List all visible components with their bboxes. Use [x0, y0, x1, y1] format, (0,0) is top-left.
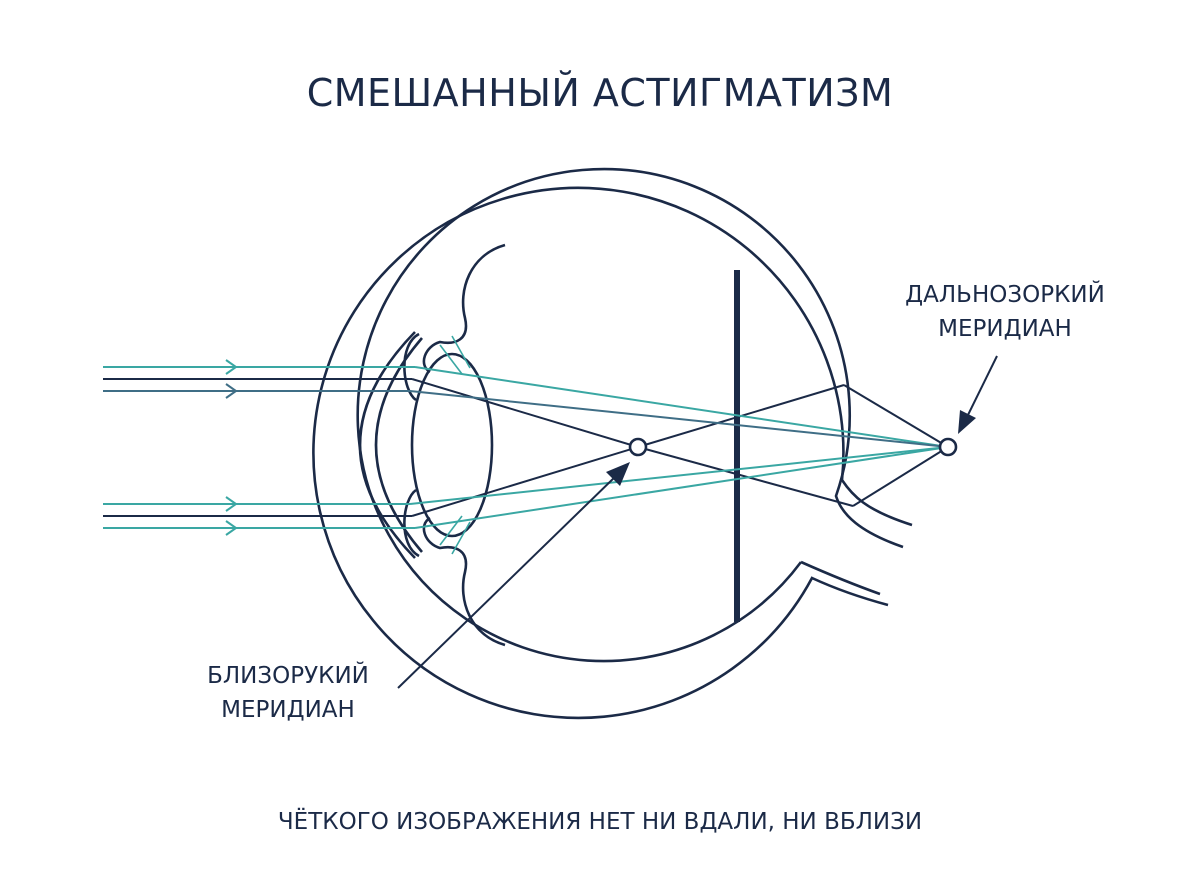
- cornea: [358, 331, 416, 559]
- refracted-rays: [409, 366, 949, 529]
- crystalline-lens: [410, 352, 494, 538]
- hyperopic-ray: [414, 366, 949, 448]
- hyperopic-label-line2: МЕРИДИАН: [938, 316, 1072, 342]
- optic-nerve-lower: [800, 560, 881, 596]
- hyperopic-ray: [409, 446, 949, 505]
- hyperopic-label-line1: ДАЛЬНОЗОРКИЙ: [905, 280, 1105, 308]
- hyperopic-ray: [409, 390, 949, 448]
- sclera-inner: [356, 167, 904, 663]
- hyperopic-ray: [843, 384, 949, 448]
- diagram-caption: ЧЁТКОГО ИЗОБРАЖЕНИЯ НЕТ НИ ВДАЛИ, НИ ВБЛ…: [278, 807, 922, 835]
- myopic-label-line1: БЛИЗОРУКИЙ: [207, 661, 369, 689]
- pointer-arrows: [397, 355, 998, 689]
- ciliary-body-lower: [422, 516, 506, 647]
- arrow-head: [225, 520, 238, 536]
- pointer-hyperopic: [965, 355, 998, 420]
- myopic-label-line2: МЕРИДИАН: [221, 697, 355, 723]
- sclera-outer: [312, 186, 913, 720]
- pointer-hyperopic-head: [958, 410, 976, 434]
- arrow-head: [225, 496, 238, 512]
- iris-lower: [403, 488, 420, 558]
- cornea-inner: [374, 337, 423, 553]
- myopic-ray: [637, 446, 854, 507]
- hyperopic-focus-point: [938, 437, 958, 457]
- arrow-head: [225, 359, 238, 375]
- diagram-title: СМЕШАННЫЙ АСТИГМАТИЗМ: [307, 71, 894, 115]
- pointer-myopic-head: [606, 462, 630, 486]
- pointer-myopic: [397, 473, 619, 689]
- hyperopic-ray: [414, 446, 949, 529]
- incoming-rays: [103, 359, 415, 536]
- myopic-ray: [411, 446, 639, 517]
- hyperopic-ray: [852, 446, 949, 507]
- eye-anatomy: [312, 167, 913, 720]
- myopic-focus-point: [628, 437, 648, 457]
- arrow-head: [225, 383, 238, 399]
- myopic-ray: [411, 378, 639, 448]
- ciliary-body-upper: [422, 243, 506, 374]
